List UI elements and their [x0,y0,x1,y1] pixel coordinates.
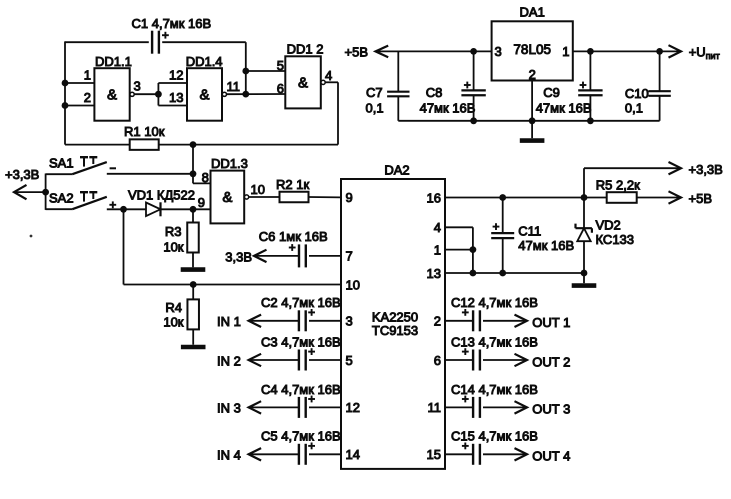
svg-text:9: 9 [346,190,353,205]
svg-text:2: 2 [434,314,441,329]
svg-text:3,3В: 3,3В [225,249,252,264]
svg-text:DA1: DA1 [520,5,545,20]
svg-text:+3,3В: +3,3В [5,167,39,182]
svg-text:VD1 КД522: VD1 КД522 [128,188,195,203]
svg-text:4: 4 [325,68,332,83]
svg-text:&: & [107,86,117,103]
svg-text:C9: C9 [543,85,560,100]
svg-text:+5В: +5В [689,191,713,206]
svg-text:11: 11 [428,400,442,415]
svg-text:C14 4,7мк 16В: C14 4,7мк 16В [451,382,538,397]
svg-text:C5 4,7мк 16В: C5 4,7мк 16В [261,429,341,444]
svg-text:9: 9 [198,195,205,210]
svg-text:47мк 16В: 47мк 16В [536,100,592,115]
svg-text:&: & [298,74,308,91]
svg-text:10к: 10к [163,315,183,330]
svg-text:6: 6 [434,353,441,368]
svg-text:8: 8 [202,170,209,185]
svg-text:3: 3 [134,78,141,93]
svg-text:47мк 16В: 47мк 16В [420,100,476,115]
svg-text:&: & [199,86,209,103]
svg-text:КС133: КС133 [596,232,635,247]
svg-text:DA2: DA2 [384,163,409,178]
svg-text:10: 10 [346,277,360,292]
svg-text:1: 1 [84,68,91,83]
svg-text:R3: R3 [165,224,182,239]
svg-text:R4: R4 [165,300,182,315]
svg-text:16: 16 [427,190,441,205]
svg-text:3: 3 [495,44,502,59]
svg-text:7: 7 [346,249,353,264]
svg-text:5: 5 [346,353,353,368]
svg-text:+3,3В: +3,3В [689,162,723,177]
svg-text:C3 4,7мк 16В: C3 4,7мк 16В [261,334,341,349]
svg-text:78L05: 78L05 [513,42,551,57]
svg-text:2: 2 [529,67,536,82]
svg-text:DD1.4: DD1.4 [186,54,223,69]
svg-text:+5В: +5В [345,44,369,59]
svg-text:C10: C10 [625,86,649,101]
svg-text:3: 3 [346,314,353,329]
svg-text:0,1: 0,1 [366,100,384,115]
svg-text:C7: C7 [366,85,383,100]
svg-text:DD1.3: DD1.3 [211,156,248,171]
svg-text:C12 4,7мк 16В: C12 4,7мк 16В [451,295,538,310]
svg-text:C6 1мк 16В: C6 1мк 16В [259,229,328,244]
svg-text:TC9153: TC9153 [372,323,418,338]
svg-text:VD2: VD2 [596,217,621,232]
svg-text:14: 14 [346,447,360,462]
svg-text:OUT 1: OUT 1 [532,315,570,330]
svg-text:C4 4,7мк 16В: C4 4,7мк 16В [261,382,341,397]
svg-text:R1 10к: R1 10к [124,124,165,139]
svg-text:5: 5 [277,58,284,73]
svg-text:&: & [222,189,232,206]
svg-text:4: 4 [434,220,441,235]
svg-text:C2 4,7мк 16В: C2 4,7мк 16В [261,295,341,310]
svg-text:0,1: 0,1 [625,100,643,115]
svg-text:C13 4,7мк 16В: C13 4,7мк 16В [451,334,538,349]
svg-text:OUT 3: OUT 3 [532,402,570,417]
svg-text:DD1.1: DD1.1 [95,54,132,69]
svg-text:R5 2,2к: R5 2,2к [596,177,640,192]
svg-text:13: 13 [169,90,183,105]
svg-text:DD1 2: DD1 2 [287,42,324,57]
svg-text:C1 4,7мк 16В: C1 4,7мк 16В [132,16,212,31]
svg-text:SA1: SA1 [49,156,74,171]
svg-text:OUT 4: OUT 4 [532,449,570,464]
svg-text:IN 3: IN 3 [217,401,241,416]
svg-text:IN 4: IN 4 [217,448,241,463]
svg-text:10: 10 [251,182,265,197]
svg-text:IN 2: IN 2 [217,353,241,368]
svg-text:R2 1к: R2 1к [276,177,309,192]
svg-text:C15 4,7мк 16В: C15 4,7мк 16В [451,429,538,444]
svg-text:SA2: SA2 [49,191,74,206]
svg-text:C8: C8 [426,85,443,100]
svg-text:12: 12 [169,68,183,83]
svg-text:1: 1 [434,242,441,257]
svg-text:13: 13 [427,266,441,281]
svg-text:47мк 16В: 47мк 16В [518,238,574,253]
svg-text:C11: C11 [518,224,541,239]
svg-text:12: 12 [346,400,360,415]
svg-text:1: 1 [562,44,569,59]
svg-text:2: 2 [84,90,91,105]
svg-text:6: 6 [277,81,284,96]
svg-text:IN 1: IN 1 [217,314,241,329]
svg-text:11: 11 [227,79,241,94]
svg-text:10к: 10к [163,239,183,254]
svg-text:15: 15 [427,447,441,462]
svg-text:OUT 2: OUT 2 [532,354,570,369]
